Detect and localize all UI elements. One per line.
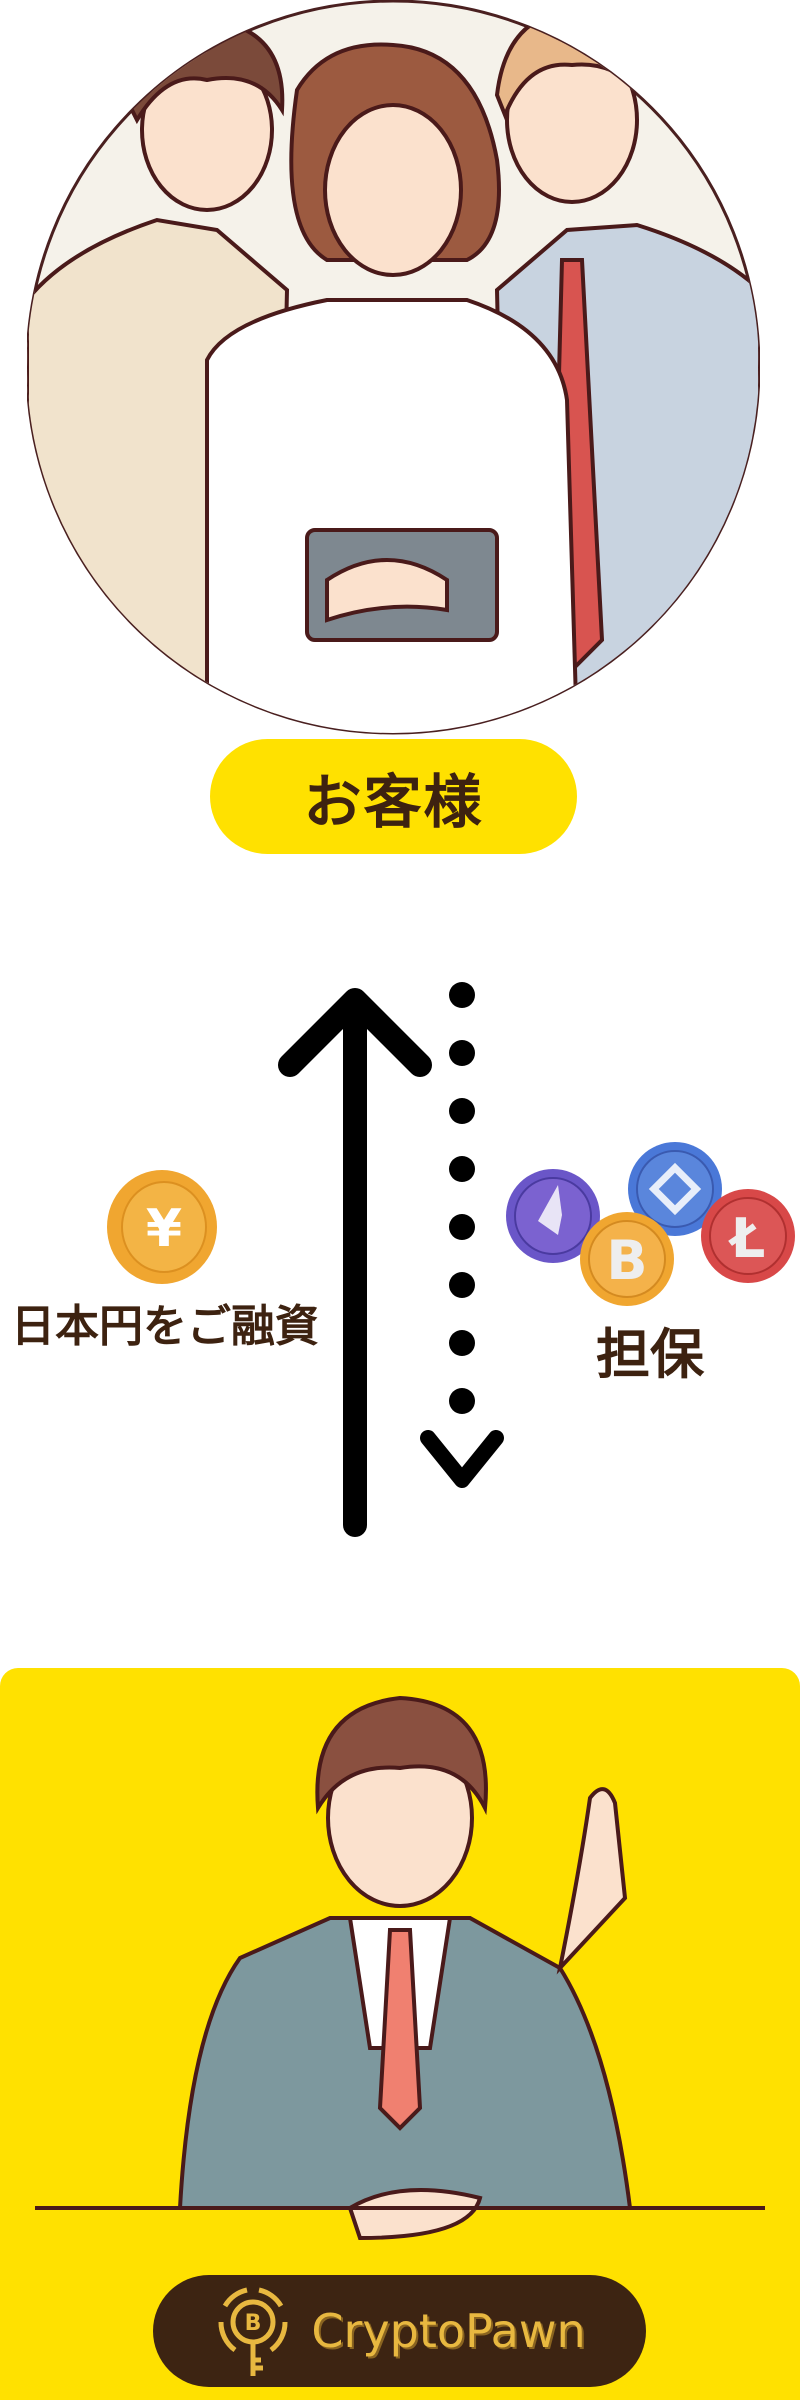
svg-text:¥: ¥: [146, 1199, 182, 1259]
brand-logo: B CryptoPawn: [153, 2275, 646, 2387]
svg-text:Ł: Ł: [728, 1207, 766, 1270]
brand-name: CryptoPawn: [311, 2304, 586, 2358]
svg-text:B: B: [245, 2311, 262, 2336]
bitcoin-coin-icon: B: [580, 1212, 674, 1306]
customers-illustration: [27, 0, 760, 735]
bitcoin-key-icon: B: [218, 2287, 288, 2376]
company-card: B CryptoPawn: [0, 1668, 800, 2400]
svg-text:B: B: [606, 1229, 647, 1292]
ethereum-coin-icon: [506, 1169, 600, 1263]
up-arrow-icon: [278, 988, 432, 1537]
yen-coin-icon: ¥: [107, 1170, 217, 1284]
customer-label: お客様: [210, 739, 577, 854]
loan-label: 日本円をご融資: [11, 1301, 319, 1352]
litecoin-coin-icon: Ł: [701, 1189, 795, 1283]
staff-illustration: [35, 1695, 765, 2241]
crypto-coins-icon: B Ł: [506, 1142, 795, 1306]
collateral-label: 担保: [596, 1323, 704, 1386]
dotted-down-arrow-icon: [420, 982, 504, 1488]
flow-arrows: [278, 982, 504, 1537]
binance-coin-icon: [628, 1142, 722, 1236]
